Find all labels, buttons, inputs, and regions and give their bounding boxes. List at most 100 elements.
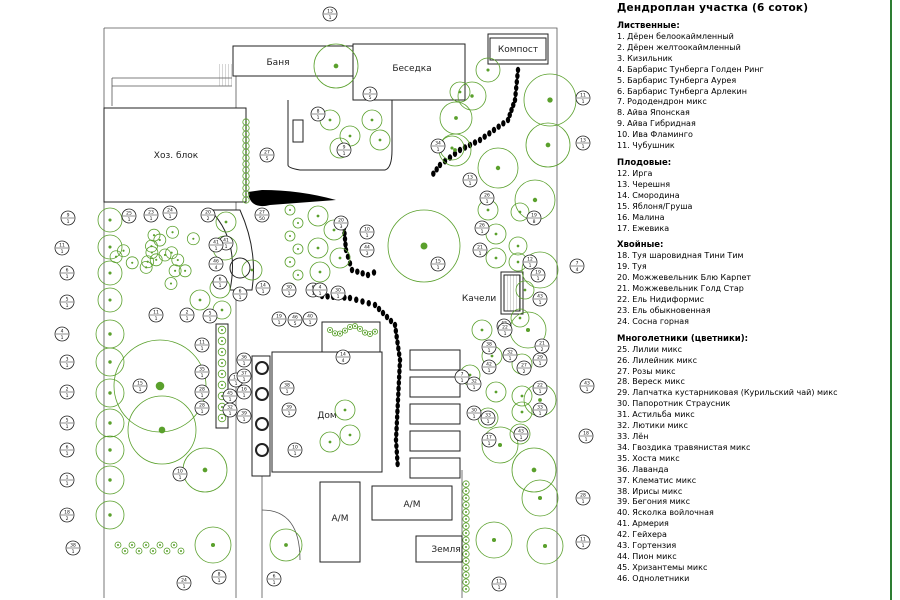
stepping-stone	[515, 66, 521, 74]
plant-tag-qty: 1	[139, 387, 142, 393]
plant-tag-number: 6	[66, 268, 69, 274]
plant-tag-number: 2	[186, 310, 189, 316]
plant-tag-number: 8	[218, 572, 221, 578]
plant-center	[245, 175, 247, 177]
bed-2	[409, 376, 461, 398]
plant-tag: 101	[172, 466, 188, 482]
legend-item: 30. Папоротник Страусник	[617, 399, 731, 409]
plant-center	[108, 245, 112, 249]
plant-tag-qty: 4	[342, 358, 345, 364]
plant-center	[343, 408, 347, 412]
legend-item: 7. Рододендрон микс	[617, 97, 707, 107]
plant-circle	[515, 280, 535, 300]
plant-tag-qty: 1	[529, 263, 532, 269]
plant-center	[364, 331, 366, 334]
plant-center	[245, 181, 247, 183]
plant-center	[465, 588, 467, 590]
plant-tag-number: 37	[241, 371, 247, 377]
plant-tag-qty: 1	[537, 276, 540, 282]
plant-tag-number: 10	[364, 227, 370, 233]
hoz-blok-building	[103, 107, 247, 203]
plant-circle	[511, 447, 557, 493]
plant-circle	[95, 500, 125, 530]
plant-tag-number: 18	[64, 510, 70, 516]
plant-tag-number: 32	[227, 405, 233, 411]
plant-tag-number: 40	[307, 314, 313, 320]
plant-center	[122, 249, 125, 252]
stepping-stone	[491, 126, 497, 134]
stepping-stone	[437, 161, 443, 169]
plant-center	[494, 390, 498, 394]
plant-tag-qty: 1	[488, 348, 491, 354]
banya-building	[232, 45, 354, 77]
plant-center	[108, 298, 112, 302]
plant-tag-number: 32	[471, 379, 477, 385]
plant-tag-number: 9	[343, 145, 346, 151]
plant-circle	[341, 327, 348, 334]
plant-circle	[485, 247, 507, 269]
plant-circle	[481, 426, 519, 464]
plant-tag-number: 20	[205, 210, 211, 216]
stepping-stone	[394, 431, 399, 438]
plant-center	[152, 550, 154, 552]
stepping-stone	[388, 317, 394, 325]
plant-center	[465, 553, 467, 555]
plant-center	[250, 268, 254, 272]
plant-tag-number: 43	[584, 381, 590, 387]
plant-center	[176, 258, 179, 262]
plant-tag-qty: 1	[239, 295, 242, 301]
plant-circle	[194, 526, 232, 564]
plant-tag: 111	[148, 307, 164, 323]
besedka-patio	[287, 100, 393, 171]
bed-4	[409, 430, 461, 452]
plant-tag-qty: 8	[533, 219, 536, 225]
plant-circle	[97, 207, 123, 233]
plant-tag-qty: 1	[66, 303, 69, 309]
plant-tag: 241	[176, 575, 192, 591]
legend-item: 39. Бегония микс	[617, 497, 691, 507]
plant-tag: 341	[430, 138, 446, 154]
plant-circle	[97, 287, 123, 313]
plant-tag: 141	[255, 280, 271, 296]
plant-center	[221, 362, 223, 364]
plant-circle	[135, 547, 143, 555]
legend-item: 24. Сосна горная	[617, 316, 689, 326]
plant-center	[465, 574, 467, 576]
plant-tag: 331	[480, 410, 496, 426]
plant-tag-qty: 1	[201, 393, 204, 399]
plant-center	[221, 395, 223, 397]
plant-tag: 381	[65, 540, 81, 556]
plant-tag-qty: 1	[183, 584, 186, 590]
plant-circle	[139, 260, 153, 274]
plant-circle	[307, 205, 329, 227]
legend-item: 3. Кизильник	[617, 53, 673, 63]
plant-tag-qty: 1	[66, 424, 69, 430]
plant-circle	[326, 326, 333, 333]
plant-tag: 51	[59, 415, 75, 431]
plant-center	[458, 90, 462, 94]
plant-tag-qty: 1	[61, 249, 64, 255]
plant-tag-qty: 2	[66, 516, 69, 522]
plant-tag-qty: 1	[343, 151, 346, 157]
plant-center	[158, 426, 166, 434]
plant-tag: 21	[59, 384, 75, 400]
stepping-stone	[376, 305, 382, 313]
plant-tag: 331	[532, 402, 548, 418]
plant-tag-qty: 1	[309, 320, 312, 326]
plan-title: Дендроплан участка (6 соток)	[617, 2, 809, 14]
plant-tag: 51	[59, 294, 75, 310]
plant-tag-number: 25	[126, 211, 132, 217]
plant-center	[453, 148, 457, 152]
legend-item: 10. Ива Фламинго	[617, 130, 693, 140]
plant-center	[150, 251, 153, 254]
plant-circle	[485, 381, 507, 403]
stepping-stone	[354, 296, 359, 303]
parking-spot-1	[319, 481, 361, 563]
plant-center	[329, 329, 331, 331]
plant-center	[202, 467, 208, 473]
plant-circle	[284, 230, 296, 242]
plant-tag-number: 28	[199, 387, 205, 393]
plant-tag: 35	[362, 86, 378, 102]
plant-tag-qty: 2	[541, 347, 544, 353]
